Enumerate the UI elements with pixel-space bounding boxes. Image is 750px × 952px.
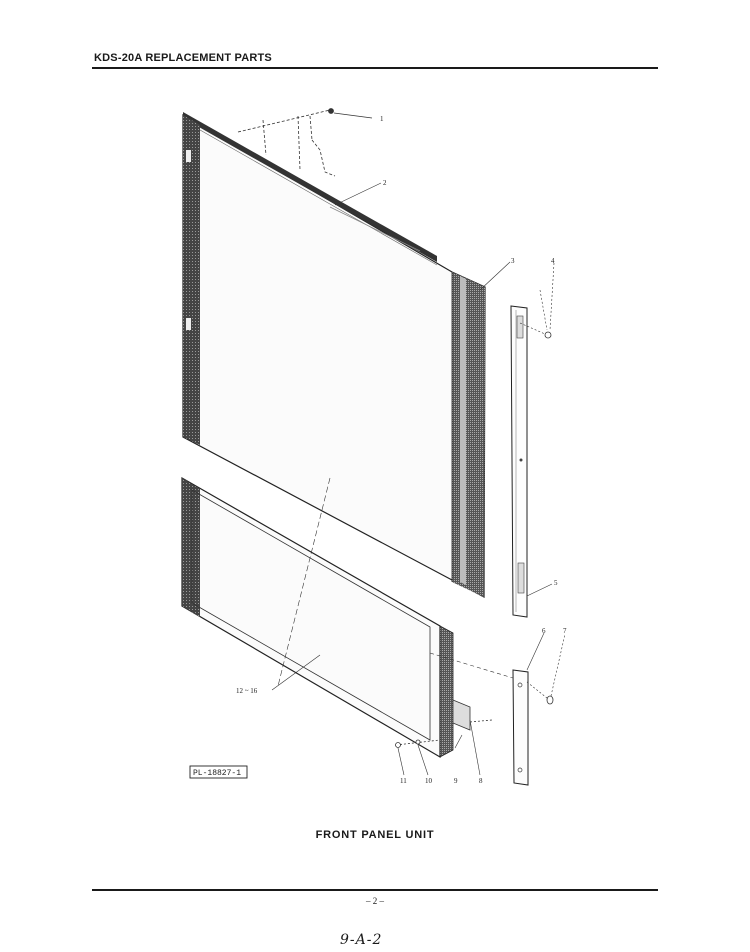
callout-5: 5: [554, 579, 558, 587]
lower-front-panel: [181, 476, 471, 759]
left-mark-upper: [186, 150, 191, 162]
bottom-hardware: [395, 719, 493, 748]
lower-right-bracket: [429, 652, 554, 786]
callout-labels: 1 2 3 4 5 6 7 8 9 10 11 12 ~ 16: [236, 115, 567, 785]
callout-3: 3: [511, 257, 515, 265]
callout-10: 10: [425, 777, 433, 785]
page-number: – 2 –: [366, 896, 384, 906]
left-mark-lower: [186, 318, 191, 330]
callout-8: 8: [479, 777, 483, 785]
callout-1: 1: [380, 115, 384, 123]
top-screws: [237, 108, 373, 177]
header-rule: [92, 67, 658, 69]
header-title: KDS-20A REPLACEMENT PARTS: [94, 52, 272, 64]
callout-9: 9: [454, 777, 458, 785]
leader-lines: [271, 182, 566, 776]
right-grill: [452, 272, 485, 597]
footer-rule: [92, 889, 658, 891]
callout-11: 11: [400, 777, 407, 785]
callout-4: 4: [551, 257, 555, 265]
handwritten-note: 9-A-2: [340, 932, 383, 948]
callout-2: 2: [383, 179, 387, 187]
drawing-number-box: PL-18827-1: [189, 765, 248, 779]
callout-7: 7: [563, 627, 567, 635]
drawing-number: PL-18827-1: [193, 769, 241, 778]
figure-caption: FRONT PANEL UNIT: [315, 829, 435, 841]
callout-12-16: 12 ~ 16: [236, 687, 258, 695]
large-front-panel: [182, 112, 486, 598]
right-side-bracket: [510, 289, 552, 618]
callout-6: 6: [542, 627, 546, 635]
